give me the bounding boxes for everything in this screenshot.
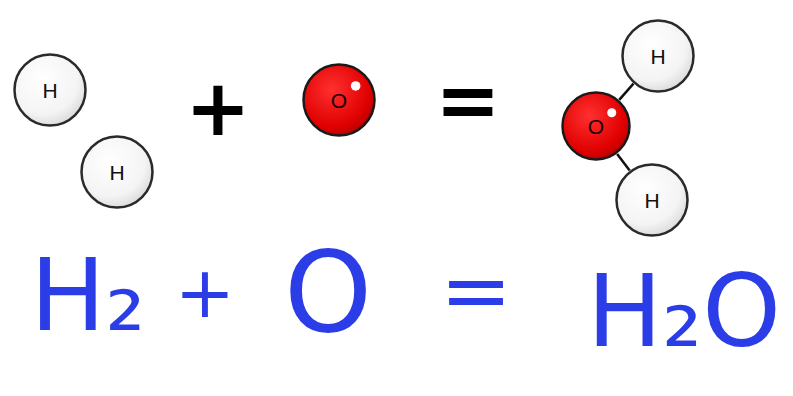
handwritten-formula: H₂O	[587, 262, 781, 362]
element-symbol: O	[331, 90, 347, 111]
element-symbol: H	[644, 190, 659, 211]
equals-sign: =	[435, 61, 500, 139]
handwritten-plus: +	[175, 256, 235, 328]
element-symbol: H	[109, 162, 124, 183]
atom-highlight	[607, 108, 616, 117]
atom-circle: H	[80, 135, 154, 209]
atom-body	[563, 93, 630, 160]
element-symbol: H	[42, 80, 57, 101]
atom-highlight	[351, 81, 361, 91]
atom-body	[623, 21, 694, 92]
element-symbol: H	[650, 46, 665, 67]
atom-body	[617, 165, 688, 236]
atom-body	[304, 65, 375, 136]
handwritten-equals: =	[440, 247, 512, 333]
element-symbol: O	[588, 116, 604, 137]
atom-body	[15, 55, 86, 126]
chemical-bond	[619, 84, 633, 100]
atom-circle: O	[302, 63, 376, 137]
chemical-bond	[617, 154, 630, 171]
atom-circle: H	[621, 19, 695, 93]
atom-body	[82, 137, 153, 208]
handwritten-formula: H₂	[30, 246, 145, 346]
plus-sign: +	[185, 69, 250, 147]
atom-circle: O	[561, 91, 631, 161]
atom-circle: H	[13, 53, 87, 127]
atom-circle: H	[615, 163, 689, 237]
handwritten-formula: O	[284, 236, 372, 348]
